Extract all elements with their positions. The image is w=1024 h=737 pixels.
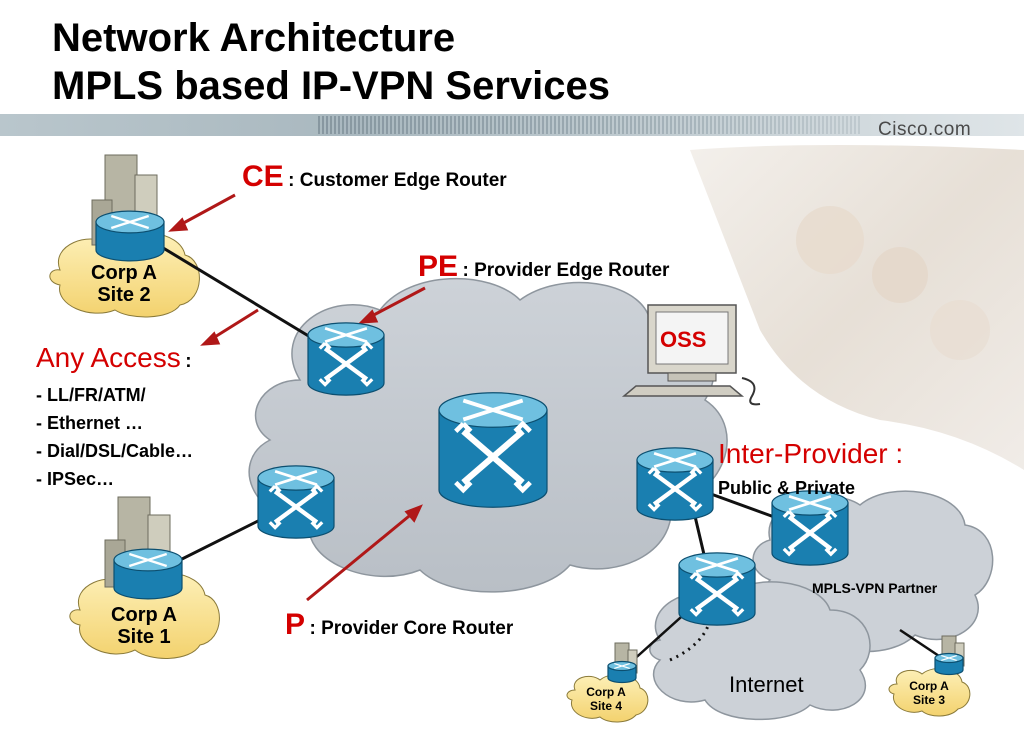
access-item: - LL/FR/ATM/ (36, 385, 146, 405)
router-pe-left (257, 465, 335, 539)
any-access-text: Any Access (36, 342, 181, 373)
pe-label: PE : Provider Edge Router (418, 250, 669, 284)
ce-label: CE : Customer Edge Router (242, 160, 507, 194)
any-access-heading: Any Access : (36, 342, 192, 374)
routers (95, 210, 964, 684)
access-item: - IPSec… (36, 469, 115, 489)
router-ce-site3 (934, 652, 964, 676)
mpls-partner-label: MPLS-VPN Partner (812, 580, 938, 596)
ce-desc: : Customer Edge Router (288, 170, 507, 191)
inter-provider-sub: Public & Private (718, 478, 856, 498)
site2-line1: Corp A (91, 262, 157, 284)
site4-cloud (566, 673, 649, 723)
router-ce-site4 (607, 660, 637, 684)
callout-arrows (168, 193, 426, 602)
p-label: P : Provider Core Router (285, 608, 513, 642)
site4-line2: Site 4 (589, 699, 622, 713)
router-pe-top (307, 322, 385, 396)
site1-line2: Site 1 (117, 626, 171, 648)
site3-label: Corp A Site 3 (898, 679, 960, 707)
site2-label: Corp A Site 2 (74, 262, 174, 306)
title-line-2: MPLS based IP-VPN Services (52, 64, 611, 108)
brand-logo-text: Cisco.com (878, 119, 972, 140)
site2-line2: Site 2 (97, 284, 151, 306)
site3-line1: Corp A (909, 679, 949, 693)
any-access-colon: : (185, 351, 192, 372)
p-abbr: P (285, 608, 306, 641)
site3-line2: Site 3 (912, 693, 945, 707)
internet-label: Internet (729, 672, 804, 697)
oss-computer (621, 304, 761, 406)
site1-label: Corp A Site 1 (94, 604, 194, 648)
oss-label: OSS (660, 327, 707, 352)
site4-line1: Corp A (586, 685, 626, 699)
site3-cloud (888, 667, 971, 717)
title-line-1: Network Architecture (52, 16, 456, 60)
background-photo (690, 145, 1024, 470)
pe-abbr: PE (418, 250, 459, 283)
router-partner (771, 490, 849, 566)
inter-provider-heading: Inter-Provider : (718, 438, 904, 469)
access-item: - Dial/DSL/Cable… (36, 441, 194, 461)
router-internet-edge (678, 552, 756, 626)
header-band (0, 114, 1024, 136)
router-ce-site1 (113, 548, 183, 600)
ce-abbr: CE (242, 160, 284, 193)
p-desc: : Provider Core Router (309, 618, 514, 639)
router-pe-right (636, 447, 714, 521)
pe-desc: : Provider Edge Router (462, 260, 670, 281)
access-item: - Ethernet … (36, 413, 144, 433)
router-ce-site2 (95, 210, 165, 262)
site4-label: Corp A Site 4 (575, 685, 637, 713)
site1-line1: Corp A (111, 604, 177, 626)
router-p-core (438, 392, 548, 508)
